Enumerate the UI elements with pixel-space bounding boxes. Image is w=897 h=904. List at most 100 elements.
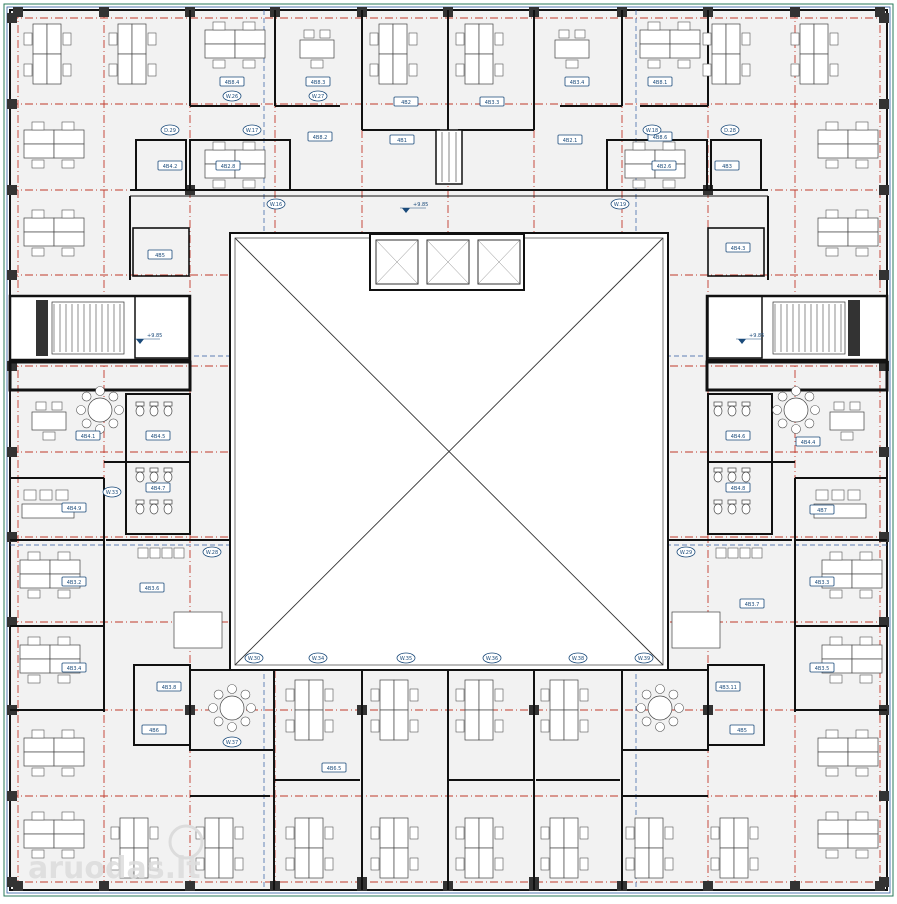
door-tag: W.36 xyxy=(482,652,502,664)
room-tag-label: 4B4.1 xyxy=(81,434,96,440)
door-tag: W.38 xyxy=(568,652,588,664)
room-tag: 4B3 xyxy=(714,160,740,171)
column xyxy=(879,877,889,887)
desk-cluster xyxy=(455,817,504,879)
toilet-fixture xyxy=(741,499,751,515)
column xyxy=(790,881,800,891)
level-mark-label: +9.85 xyxy=(749,333,764,339)
column xyxy=(879,791,889,801)
room-tag-label: 4B2.1 xyxy=(563,138,578,144)
room-tag-label: 4B8.1 xyxy=(653,80,668,86)
door-tag-label: W.16 xyxy=(270,202,282,208)
door-tag-label: W.28 xyxy=(206,550,218,556)
desk-cluster xyxy=(817,121,879,169)
desk-cluster xyxy=(204,21,266,69)
round-meeting-table xyxy=(772,386,820,434)
column xyxy=(185,881,195,891)
door-tag: W.39 xyxy=(634,652,654,664)
counter xyxy=(173,611,223,649)
room-tag: 4B3.4 xyxy=(61,662,87,673)
bottom-rooms xyxy=(189,669,709,890)
toilet-fixture xyxy=(713,499,723,515)
single-desk xyxy=(31,401,67,441)
column xyxy=(7,99,17,109)
column xyxy=(879,617,889,627)
door-tag-label: W.19 xyxy=(614,202,626,208)
door-tag: W.26 xyxy=(222,90,242,102)
desk-cluster xyxy=(23,121,85,169)
desk-cluster xyxy=(370,817,419,879)
room-tag: 4B3.4 xyxy=(564,76,590,87)
sink-row xyxy=(137,547,185,559)
door-tag: W.33 xyxy=(102,486,122,498)
column xyxy=(7,447,17,457)
column xyxy=(7,877,17,887)
column xyxy=(7,13,17,23)
column xyxy=(7,185,17,195)
desk-cluster xyxy=(285,817,334,879)
desk-cluster xyxy=(455,23,504,85)
room-tag: 4B6 xyxy=(141,724,167,735)
room-tag-label: 4B3.2 xyxy=(67,580,82,586)
door-tag: D.28 xyxy=(720,124,740,136)
round-meeting-table xyxy=(76,386,124,434)
column xyxy=(879,532,889,542)
room-tag-label: 4B6 xyxy=(149,728,159,734)
room-tag: 4B2.8 xyxy=(215,160,241,171)
door-tag: W.29 xyxy=(676,546,696,558)
room-tag: 4B4.3 xyxy=(725,242,751,253)
desk-cluster xyxy=(110,817,159,879)
toilet-fixture xyxy=(163,401,173,417)
room-tag: 4B4.5 xyxy=(145,430,171,441)
desk-cluster xyxy=(817,811,879,859)
room-tag: 4B4.1 xyxy=(75,430,101,441)
door-tag-label: W.30 xyxy=(248,656,260,662)
toilet-fixture xyxy=(713,401,723,417)
room-tag: 4B2 xyxy=(393,96,419,107)
column xyxy=(13,881,23,891)
room-tag-label: 4B2 xyxy=(401,100,411,106)
desk-cluster xyxy=(455,679,504,741)
room-tag: 4B4.7 xyxy=(145,482,171,493)
central-atrium xyxy=(229,232,669,671)
desk-cluster xyxy=(821,551,883,599)
room-tag-label: 4B5 xyxy=(155,253,165,259)
room-tag-label: 4B4.6 xyxy=(731,434,746,440)
room-tag: 4B4.9 xyxy=(61,502,87,513)
desk-cluster xyxy=(108,23,157,85)
column xyxy=(13,7,23,17)
column xyxy=(703,881,713,891)
level-mark-label: +9.85 xyxy=(147,333,162,339)
room-tag: 4B5 xyxy=(147,249,173,260)
toilet-fixture xyxy=(713,467,723,483)
door-tag-label: W.29 xyxy=(680,550,692,556)
toilet-fixture xyxy=(741,401,751,417)
desk-cluster xyxy=(817,729,879,777)
column xyxy=(879,99,889,109)
room-tag-label: 4B3.5 xyxy=(815,666,830,672)
room-tag: 4B3.6 xyxy=(139,582,165,593)
room-tag-label: 4B5 xyxy=(737,728,747,734)
door-tag: W.19 xyxy=(610,198,630,210)
room-tag: 4B5 xyxy=(729,724,755,735)
room-tag-label: 4B4.8 xyxy=(731,486,746,492)
room-tag-label: 4B2.8 xyxy=(221,164,236,170)
desk-cluster xyxy=(821,636,883,684)
room-tag-label: 4B3.11 xyxy=(719,685,737,691)
toilet-fixture xyxy=(135,467,145,483)
door-tag: D.29 xyxy=(160,124,180,136)
door-tag-label: W.39 xyxy=(638,656,650,662)
door-tag-label: W.35 xyxy=(400,656,412,662)
round-meeting-table xyxy=(208,684,256,732)
watermark-text: aruodas.lt xyxy=(28,851,201,886)
door-tag-label: W.33 xyxy=(106,490,118,496)
room-tag: 4B4.6 xyxy=(725,430,751,441)
column xyxy=(875,7,885,17)
desk-cluster xyxy=(702,23,751,85)
door-tag: W.35 xyxy=(396,652,416,664)
column xyxy=(790,7,800,17)
room-tag-label: 4B3.4 xyxy=(570,80,585,86)
